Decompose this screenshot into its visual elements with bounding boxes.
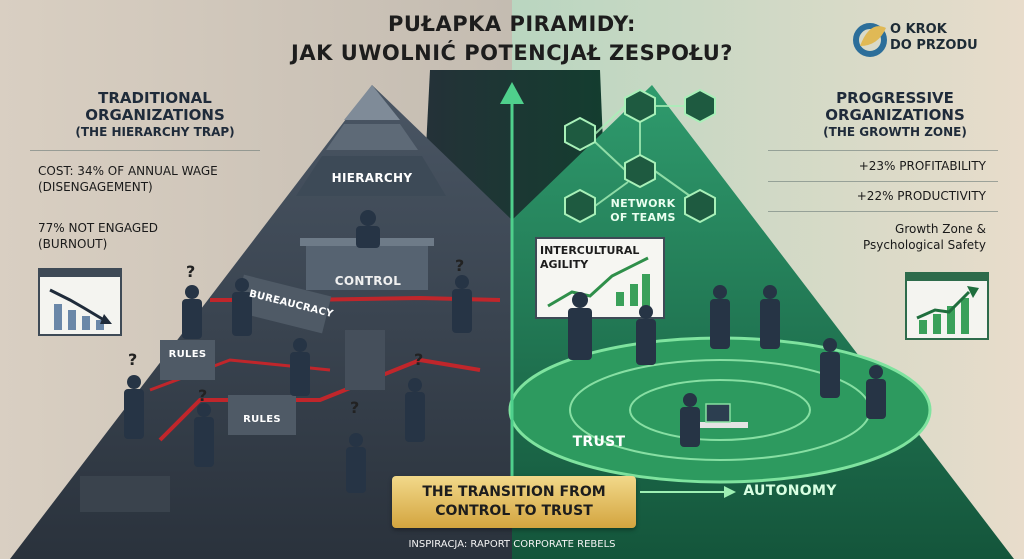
progressive-stat-profitability: +23% PROFITABILITY (858, 159, 986, 173)
trust-label: TRUST (572, 434, 626, 450)
traditional-subtitle: (THE HIERARCHY TRAP) (75, 125, 235, 139)
progressive-title-line-2: ORGANIZATIONS (825, 106, 965, 124)
control-label: CONTROL (334, 274, 402, 288)
divider (768, 150, 998, 151)
rules-label-2: RULES (243, 414, 281, 425)
traditional-title-line-2: ORGANIZATIONS (85, 106, 225, 124)
divider (30, 150, 260, 151)
progressive-stat-productivity: +22% PRODUCTIVITY (856, 189, 986, 203)
question-mark-icon: ? (414, 350, 424, 369)
question-mark-icon: ? (198, 386, 208, 405)
question-mark-icon: ? (350, 398, 360, 417)
stat-line: (DISENGAGEMENT) (38, 180, 153, 194)
intercultural-agility-label: INTERCULTURAL AGILITY (540, 244, 650, 272)
banner-line-2: CONTROL TO TRUST (435, 503, 593, 519)
question-mark-icon: ? (186, 262, 196, 281)
autonomy-label: AUTONOMY (743, 483, 837, 499)
hierarchy-label: HIERARCHY (331, 171, 413, 185)
source-credit: INSPIRACJA: RAPORT CORPORATE REBELS (408, 539, 616, 550)
logo-line-2: DO PRZODU (890, 38, 978, 53)
progressive-subtitle: (THE GROWTH ZONE) (823, 125, 967, 139)
traditional-heading: TRADITIONAL ORGANIZATIONS (THE HIERARCHY… (40, 90, 270, 140)
stat-line: (BURNOUT) (38, 237, 108, 251)
title-line-2: JAK UWOLNIĆ POTENCJAŁ ZESPOŁU? (291, 41, 733, 65)
page-title: PUŁAPKA PIRAMIDY: JAK UWOLNIĆ POTENCJAŁ … (0, 10, 1024, 68)
divider (768, 211, 998, 212)
stat-line: 77% NOT ENGAGED (38, 221, 159, 235)
banner-line-1: THE TRANSITION FROM (422, 484, 606, 500)
progressive-title-line-1: PROGRESSIVE (836, 89, 954, 107)
rules-label-1: RULES (168, 349, 207, 360)
growth-line: Psychological Safety (862, 238, 986, 252)
rising-chart-icon (905, 272, 989, 340)
progressive-growth-zone: Growth Zone & Psychological Safety (760, 221, 986, 253)
traditional-stat-cost: COST: 34% OF ANNUAL WAGE (DISENGAGEMENT) (38, 163, 288, 195)
agility-line: INTERCULTURAL (540, 244, 640, 257)
divider (768, 181, 998, 182)
traditional-title-line-1: TRADITIONAL (98, 89, 212, 107)
title-line-1: PUŁAPKA PIRAMIDY: (388, 12, 636, 36)
agility-line: AGILITY (540, 258, 589, 271)
brand-logo: O KROK DO PRZODU (890, 22, 978, 54)
growth-line: Growth Zone & (895, 222, 986, 236)
network-of-teams-label: NETWORK OF TEAMS (598, 197, 688, 225)
logo-line-1: O KROK (890, 22, 947, 37)
declining-chart-icon (38, 268, 122, 336)
question-mark-icon: ? (455, 256, 465, 275)
stat-line: COST: 34% OF ANNUAL WAGE (38, 164, 218, 178)
transition-banner: THE TRANSITION FROM CONTROL TO TRUST (392, 476, 636, 528)
progressive-heading: PROGRESSIVE ORGANIZATIONS (THE GROWTH ZO… (780, 90, 1010, 140)
network-line: OF TEAMS (610, 211, 676, 224)
question-mark-icon: ? (128, 350, 138, 369)
traditional-stat-engagement: 77% NOT ENGAGED (BURNOUT) (38, 220, 288, 252)
network-line: NETWORK (610, 197, 676, 210)
